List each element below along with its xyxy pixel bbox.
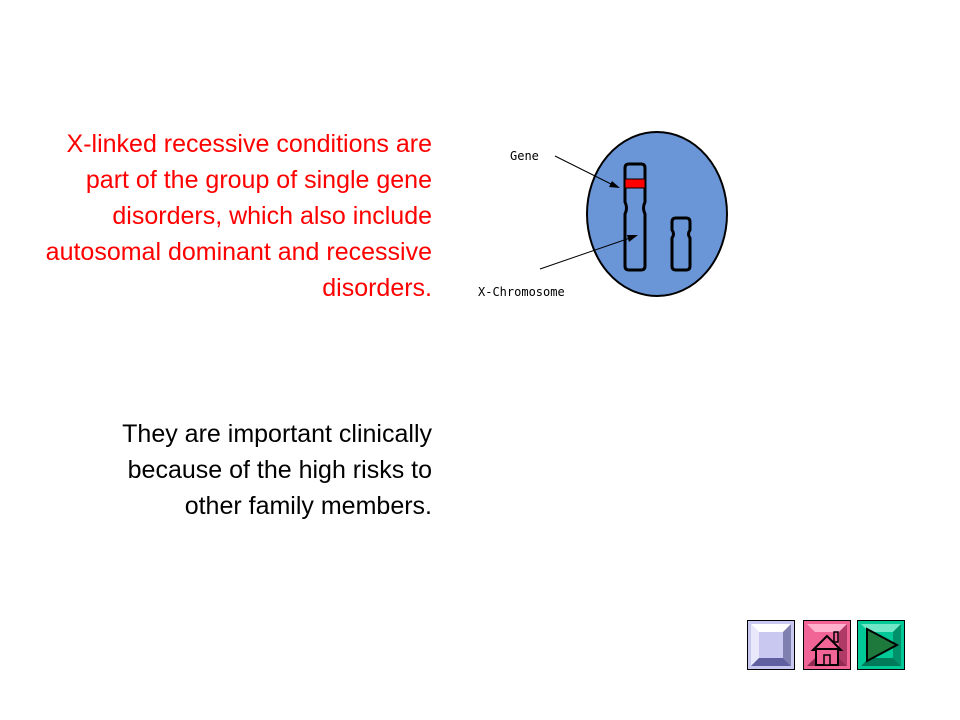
back-button[interactable]: [747, 620, 795, 670]
clinical-paragraph: They are important clinically because of…: [122, 420, 432, 520]
x-chromosome-diagram: Gene X-Chromosome: [478, 131, 728, 299]
intro-paragraph: X-linked recessive conditions are part o…: [45, 130, 432, 302]
chromosome-arrowhead: [627, 235, 638, 242]
gene-arrowhead: [609, 181, 620, 188]
gene-band: [624, 178, 646, 189]
cell-circle: [586, 131, 728, 297]
right-triangle-icon: [857, 620, 905, 670]
gene-pointer-line: [554, 155, 612, 185]
gene-label: Gene: [510, 149, 539, 163]
home-button[interactable]: [803, 620, 851, 670]
y-chromosome: [670, 216, 692, 272]
left-triangle-icon: [747, 620, 795, 670]
house-icon: [803, 620, 851, 670]
x-chromosome: [623, 162, 647, 272]
chromosome-label: X-Chromosome: [478, 285, 565, 299]
chromosome-pointer-line: [539, 237, 631, 270]
next-button[interactable]: [857, 620, 905, 670]
